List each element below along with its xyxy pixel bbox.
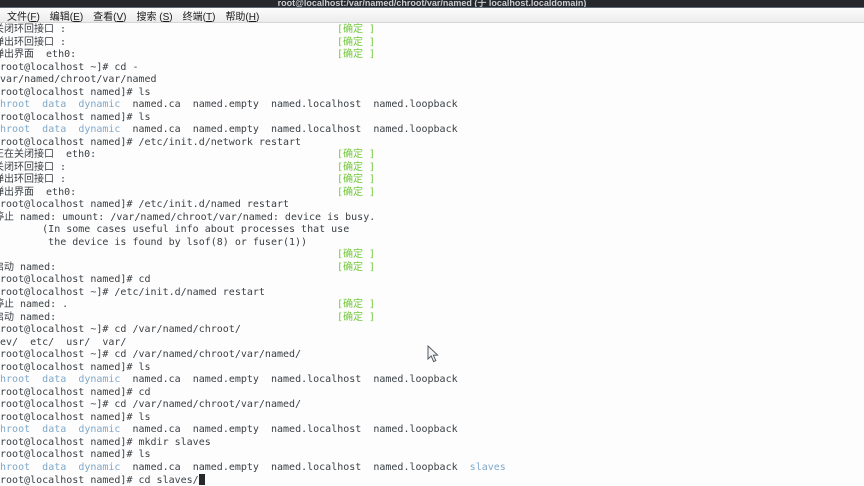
terminal-line: chroot data dynamic named.ca named.empty… [0, 374, 458, 385]
terminal-line: /var/named/chroot/var/named [0, 74, 157, 85]
terminal-line: [root@localhost named]# ls [0, 86, 151, 98]
menu-item-t[interactable]: 终端(T) [182, 11, 216, 23]
window-border [0, 7, 864, 8]
ok-status-badge: [确定 ] [337, 311, 376, 323]
ok-status-badge: [确定 ] [337, 24, 376, 35]
ok-status-badge: [确定 ] [337, 299, 376, 310]
terminal-line: 弹出环回接口 :[确定 ] [0, 174, 376, 185]
menu-item-s[interactable]: 搜索 (S) [136, 11, 173, 23]
terminal-line: 弹出界面 eth0:[确定 ] [0, 49, 376, 60]
menu-item-v[interactable]: 查看(V) [93, 11, 127, 23]
terminal-line: 启动 named: [确定 ] [0, 261, 376, 273]
mouse-cursor-icon [427, 345, 439, 363]
terminal-line: 停止 named: umount: /var/named/chroot/var/… [0, 211, 376, 223]
ok-status-badge: [确定 ] [337, 149, 376, 160]
menu-item-f[interactable]: 文件(F) [7, 11, 40, 23]
terminal-line: 正在关闭接口 eth0:[确定 ] [0, 149, 376, 160]
terminal-line: [确定 ] [0, 249, 864, 262]
terminal-line: 启动 named: [确定 ] [0, 311, 376, 323]
terminal-line: 弹出环回接口 :[确定 ] [0, 36, 376, 48]
terminal-line: [root@localhost named]# cd [0, 386, 151, 398]
terminal-line: [root@localhost ~]# cd /var/named/chroot… [0, 349, 302, 360]
terminal-line: 弹出界面 eth0:[确定 ] [0, 186, 376, 198]
terminal-line: 关闭环回接口 :[确定 ] [0, 161, 376, 173]
terminal-line: [root@localhost ~]# cd - [0, 61, 139, 73]
terminal-line: [root@localhost named]# mkdir slaves [0, 436, 211, 448]
ok-status-badge: [确定 ] [337, 49, 376, 60]
ok-status-badge: [确定 ] [337, 161, 376, 173]
terminal-line: [root@localhost ~]# cd /var/named/chroot… [0, 399, 302, 410]
terminal-line: [root@localhost named]# ls [0, 361, 151, 373]
terminal-line: [root@localhost named]# ls [0, 449, 151, 460]
terminal-line: [root@localhost named]# cd [0, 274, 151, 285]
terminal-line: [root@localhost named]# ls [0, 411, 151, 423]
terminal-line: (In some cases useful info about process… [0, 224, 350, 235]
terminal-line: chroot data dynamic named.ca named.empty… [0, 99, 458, 110]
terminal-line: [root@localhost named]# cd slaves/ [0, 474, 864, 486]
terminal-line: chroot data dynamic named.ca named.empty… [0, 424, 458, 435]
window-titlebar: root@localhost:/var/named/chroot/var/nam… [0, 0, 864, 7]
terminal-line: chroot data dynamic named.ca named.empty… [0, 124, 458, 135]
ok-status-badge: [确定 ] [337, 249, 376, 260]
terminal-line: [root@localhost named]# /etc/init.d/name… [0, 199, 290, 210]
terminal-line: the device is found by lsof(8) or fuser(… [0, 236, 308, 248]
terminal-line: [root@localhost ~]# /etc/init.d/named re… [0, 286, 265, 298]
terminal-line: [root@localhost named]# /etc/init.d/netw… [0, 136, 302, 148]
terminal-line: 停止 named: .[确定 ] [0, 299, 376, 310]
ok-status-badge: [确定 ] [337, 186, 376, 198]
terminal-line: dev/ etc/ usr/ var/ [0, 336, 127, 348]
ok-status-badge: [确定 ] [337, 36, 376, 48]
menu-item-e[interactable]: 编辑(E) [49, 11, 84, 23]
ok-status-badge: [确定 ] [337, 174, 376, 185]
terminal-line: chroot data dynamic named.ca named.empty… [0, 461, 506, 473]
window-title: root@localhost:/var/named/chroot/var/nam… [277, 0, 587, 7]
terminal-line: [root@localhost named]# ls [0, 111, 151, 123]
menu-item-h[interactable]: 帮助(H) [225, 11, 260, 23]
terminal-screen[interactable]: 关闭环回接口 :[确定 ]弹出环回接口 :[确定 ]弹出界面 eth0:[确定 … [0, 23, 864, 486]
terminal-cursor [198, 474, 205, 485]
menubar: 文件(F) 编辑(E) 查看(V) 搜索 (S) 终端(T) 帮助(H) [0, 8, 864, 23]
ok-status-badge: [确定 ] [337, 261, 376, 273]
terminal-line: 关闭环回接口 :[确定 ] [0, 24, 376, 35]
terminal-line: [root@localhost ~]# cd /var/named/chroot… [0, 324, 241, 335]
